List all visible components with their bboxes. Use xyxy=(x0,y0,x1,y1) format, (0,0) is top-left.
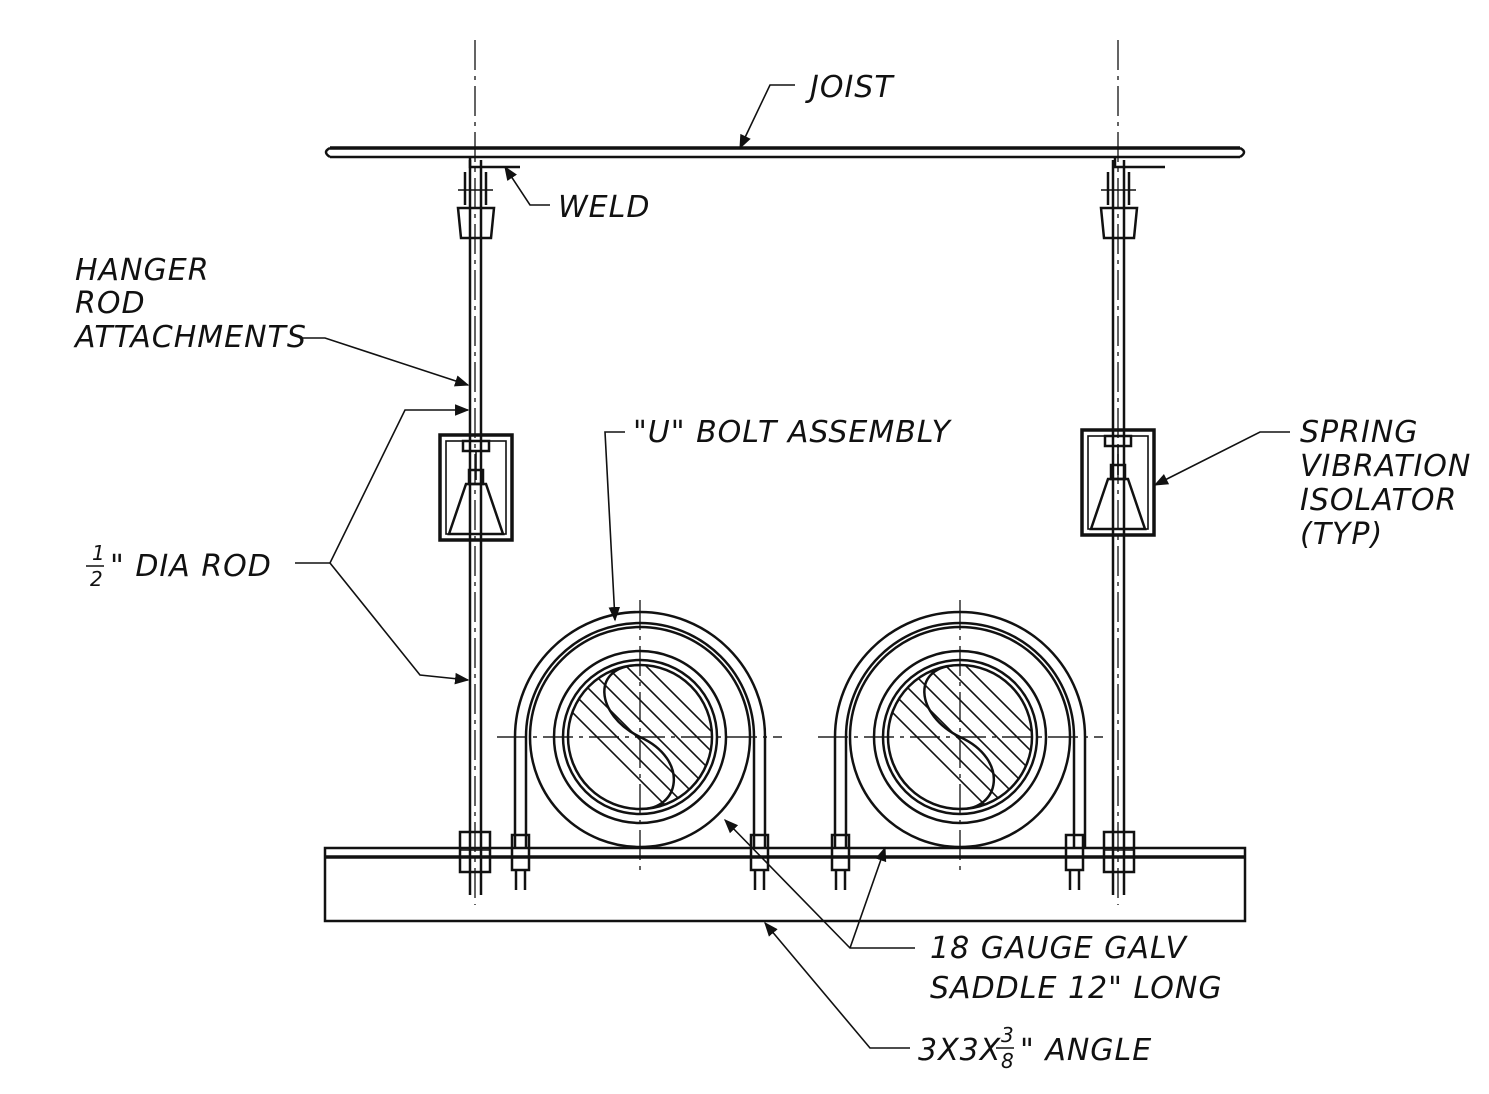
label-dia-rod: 1 2 " DIA ROD xyxy=(86,541,272,591)
hanger-rod-right xyxy=(1099,160,1139,895)
rod-nuts xyxy=(458,830,1136,874)
leader-lines xyxy=(295,84,1290,1049)
svg-text:18 GAUGE GALV: 18 GAUGE GALV xyxy=(930,931,1188,966)
svg-text:SPRING: SPRING xyxy=(1300,415,1419,450)
svg-text:VIBRATION: VIBRATION xyxy=(1300,449,1471,484)
svg-text:(TYP): (TYP) xyxy=(1300,517,1383,552)
spring-isolator-left xyxy=(438,433,514,542)
svg-text:SADDLE 12" LONG: SADDLE 12" LONG xyxy=(930,971,1223,1006)
spring-isolator-right xyxy=(1080,428,1156,537)
svg-text:1: 1 xyxy=(92,541,105,565)
label-galv-saddle: 18 GAUGE GALV SADDLE 12" LONG xyxy=(930,931,1223,1006)
svg-text:8: 8 xyxy=(1001,1049,1014,1073)
svg-text:3: 3 xyxy=(1001,1023,1014,1047)
svg-text:ROD: ROD xyxy=(75,286,146,321)
svg-text:HANGER: HANGER xyxy=(75,253,210,288)
label-hanger-rod-attachments: HANGER ROD ATTACHMENTS xyxy=(73,253,307,355)
svg-text:" DIA ROD: " DIA ROD xyxy=(110,549,272,584)
label-angle: 3X3X 3 8 " ANGLE xyxy=(918,1023,1152,1073)
label-spring-vibration-isolator: SPRING VIBRATION ISOLATOR (TYP) xyxy=(1300,415,1471,552)
svg-text:3X3X: 3X3X xyxy=(918,1033,1002,1068)
label-u-bolt-assembly: "U" BOLT ASSEMBLY xyxy=(633,415,953,450)
label-joist: JOIST xyxy=(805,70,895,105)
label-weld: WELD xyxy=(558,190,650,225)
svg-text:ATTACHMENTS: ATTACHMENTS xyxy=(73,320,307,355)
svg-text:" ANGLE: " ANGLE xyxy=(1020,1033,1152,1068)
svg-text:ISOLATOR: ISOLATOR xyxy=(1300,483,1457,518)
angle-bar xyxy=(323,846,1247,923)
pipe-assembly-left xyxy=(510,610,770,890)
hanger-rod-left xyxy=(456,160,496,895)
joist xyxy=(324,146,1246,169)
svg-text:2: 2 xyxy=(90,567,103,591)
